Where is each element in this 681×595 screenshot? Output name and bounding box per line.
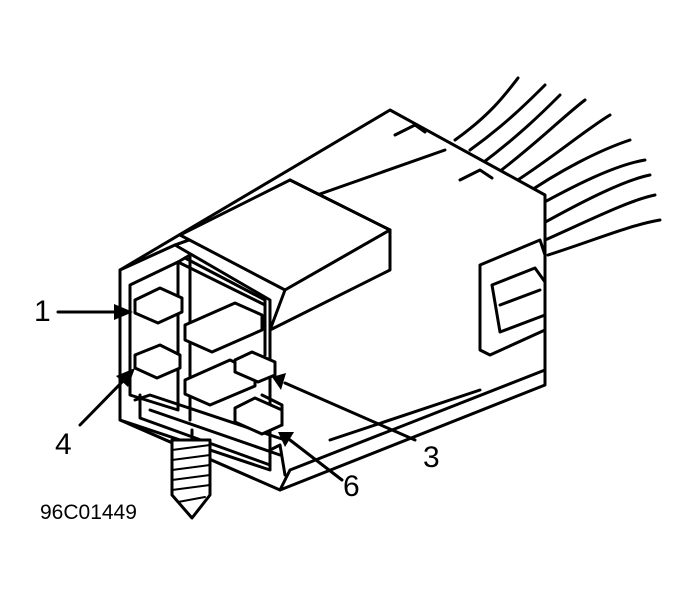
leader-pin-6: [288, 438, 344, 482]
label-pin-6: 6: [343, 470, 360, 503]
arrowhead-pin-6: [278, 432, 294, 447]
leader-pin-4: [78, 376, 128, 427]
label-pin-1: 1: [34, 295, 51, 328]
label-pin-4: 4: [55, 428, 72, 461]
pin-1-terminal: [133, 286, 184, 325]
arrowhead-pin-4: [116, 368, 135, 387]
arrowhead-pin-1: [114, 304, 133, 320]
arrowhead-pin-3: [272, 373, 286, 390]
figure-code: 96C01449: [40, 501, 137, 524]
leader-pin-3: [283, 381, 417, 442]
pin-2-terminal: [183, 301, 264, 354]
label-pin-3: 3: [423, 441, 440, 474]
pin-3-terminal: [233, 350, 277, 384]
terminal-pins: [133, 286, 284, 436]
mounting-screw: [170, 428, 212, 520]
callout-leaders: [56, 304, 417, 482]
